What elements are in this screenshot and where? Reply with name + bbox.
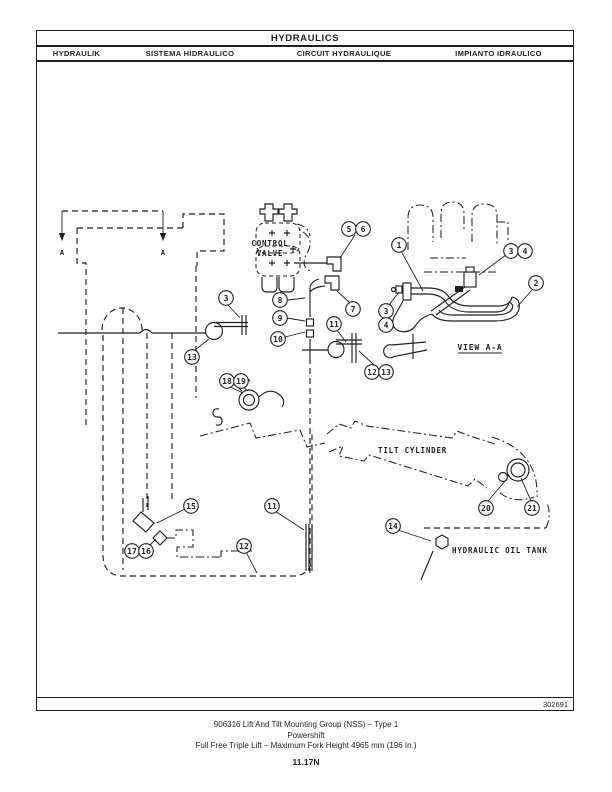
tilt-hose-fitting <box>302 333 428 363</box>
svg-text:3: 3 <box>509 247 514 256</box>
hydraulic-oil-tank: HYDRAULIC OIL TANK <box>420 503 550 581</box>
callout-21: 21 <box>524 500 540 516</box>
section-marker-a-right: A <box>161 249 166 257</box>
svg-text:20: 20 <box>481 504 491 513</box>
callout-4: 4 <box>378 317 394 333</box>
view-aa-assembly: VIEW A-A <box>390 201 520 354</box>
hose-brackets <box>309 256 342 293</box>
callout-15: 15 <box>183 498 199 514</box>
svg-text:14: 14 <box>388 522 398 531</box>
callout-19: 19 <box>233 373 249 389</box>
callout-17: 17 <box>124 543 140 559</box>
svg-text:11: 11 <box>267 502 277 511</box>
svg-text:13: 13 <box>381 368 391 377</box>
callout-3: 3 <box>378 303 394 319</box>
callout-13: 13 <box>378 364 394 380</box>
callout-18: 18 <box>219 373 235 389</box>
lift-hose-fitting-left <box>58 315 248 341</box>
page-code: 11.17N <box>292 756 320 767</box>
header-column-spanish: SISTEMA HIDRAULICO <box>145 49 235 58</box>
hose-coil <box>199 377 326 448</box>
svg-text:11: 11 <box>329 320 339 329</box>
svg-text:9: 9 <box>278 314 283 323</box>
callout-13: 13 <box>184 349 200 365</box>
callout-4: 4 <box>517 243 533 259</box>
svg-text:6: 6 <box>361 225 366 234</box>
control-valve-label-1: CONTROL <box>251 239 288 248</box>
section-cut-indicator: A A <box>58 210 167 257</box>
callout-leader-lines <box>148 234 533 574</box>
drawing-number: 302691 <box>542 699 568 709</box>
header-column-french: CIRCUIT HYDRAULIQUE <box>296 49 392 58</box>
svg-text:5: 5 <box>347 225 352 234</box>
mast-outline <box>76 213 313 577</box>
svg-text:3: 3 <box>384 307 389 316</box>
callout-11: 11 <box>326 316 342 332</box>
svg-text:16: 16 <box>141 547 151 556</box>
svg-text:12: 12 <box>239 542 249 551</box>
vertical-hose-run <box>305 278 320 573</box>
svg-text:17: 17 <box>127 547 137 556</box>
control-valve-label-2: VALVE <box>257 249 284 258</box>
caption-line-1: 906316 Lift And Tilt Mounting Group (NSS… <box>213 720 399 729</box>
section-marker-a-left: A <box>60 249 65 257</box>
callout-5: 5 <box>341 221 357 237</box>
svg-text:13: 13 <box>187 353 197 362</box>
header-column-italian: IMPIANTO IDRAULICO <box>455 49 542 58</box>
callout-6: 6 <box>355 221 371 237</box>
svg-text:21: 21 <box>527 504 537 513</box>
svg-text:12: 12 <box>367 368 377 377</box>
svg-text:4: 4 <box>384 321 389 330</box>
tilt-cylinder: TILT CYLINDER <box>326 420 538 501</box>
tilt-cylinder-label: TILT CYLINDER <box>378 446 447 455</box>
control-valve: CONTROL VALVE <box>251 203 327 293</box>
svg-text:10: 10 <box>273 335 283 344</box>
callout-10: 10 <box>270 331 286 347</box>
caption-line-2: Powershift <box>287 730 325 740</box>
lower-fittings <box>132 496 313 571</box>
language-header-row: HYDRAULIK SISTEMA HIDRAULICO CIRCUIT HYD… <box>37 47 573 62</box>
callout-3: 3 <box>218 290 234 306</box>
section-title: HYDRAULICS <box>37 31 573 47</box>
drawing-number-strip: 302691 <box>37 697 573 710</box>
callout-1: 1 <box>391 237 407 253</box>
callout-16: 16 <box>138 543 154 559</box>
svg-text:2: 2 <box>534 279 539 288</box>
callout-20: 20 <box>478 500 494 516</box>
hydraulic-oil-tank-label: HYDRAULIC OIL TANK <box>452 546 548 555</box>
callout-2: 2 <box>528 275 544 291</box>
svg-text:1: 1 <box>397 241 402 250</box>
view-aa-label: VIEW A-A <box>458 343 503 352</box>
svg-text:8: 8 <box>278 296 283 305</box>
svg-text:15: 15 <box>186 502 196 511</box>
svg-text:7: 7 <box>351 305 356 314</box>
callout-11: 11 <box>264 498 280 514</box>
svg-text:19: 19 <box>236 377 246 386</box>
callout-8: 8 <box>272 292 288 308</box>
header-column-german: HYDRAULIK <box>52 49 101 58</box>
svg-text:4: 4 <box>523 247 528 256</box>
page-frame: HYDRAULICS HYDRAULIK SISTEMA HIDRAULICO … <box>36 30 574 711</box>
callout-14: 14 <box>385 518 401 534</box>
callout-12: 12 <box>364 364 380 380</box>
callout-7: 7 <box>345 301 361 317</box>
svg-text:3: 3 <box>224 294 229 303</box>
svg-text:18: 18 <box>222 377 232 386</box>
page-caption: 906316 Lift And Tilt Mounting Group (NSS… <box>0 720 612 767</box>
caption-line-3: Full Free Triple Lift – Maximum Fork Hei… <box>195 741 417 750</box>
callout-3: 3 <box>503 243 519 259</box>
callout-12: 12 <box>236 538 252 554</box>
callout-9: 9 <box>272 310 288 326</box>
